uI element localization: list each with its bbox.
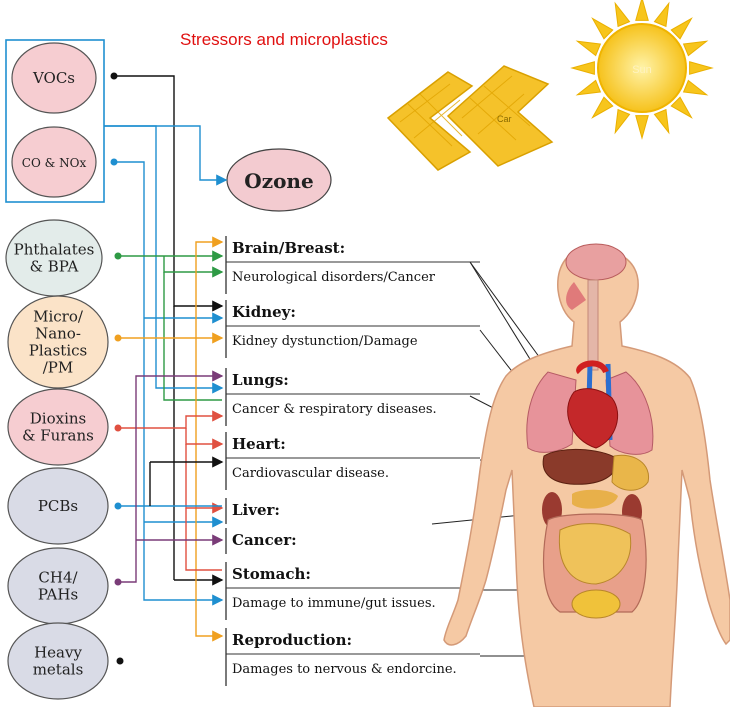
- emission-group-box: [5, 39, 105, 203]
- stressor-label: Heavy: [34, 644, 82, 662]
- stressor-label: VOCs: [32, 69, 75, 87]
- stressor-label: PCBs: [38, 497, 78, 515]
- stressor-node: Micro/Nano-Plastics/PM: [7, 295, 109, 389]
- stressor-node: Phthalates& BPA: [5, 219, 103, 297]
- stressor-node: Dioxins& Furans: [7, 388, 109, 466]
- effect-box: Heart: Cardiovascular disease.: [225, 432, 480, 490]
- connector-line: [185, 508, 222, 571]
- ozone-node: Ozone: [226, 148, 332, 212]
- connector-line: [118, 410, 224, 429]
- organ-label: Brain/Breast:: [232, 239, 345, 257]
- connector-lines: [104, 72, 596, 665]
- effect-box: Reproduction: Damages to nervous & endorc…: [225, 628, 480, 686]
- effect-box: Lungs: Cancer & respiratory diseases.: [225, 368, 480, 426]
- connector-line: [114, 75, 224, 312]
- effect-box: Cancer:: [225, 528, 297, 554]
- effect-box: Kidney: Kidney dystunction/Damage: [225, 300, 480, 358]
- connector-dot: [116, 657, 124, 665]
- stressor-label: Dioxins: [30, 410, 86, 428]
- stressor-label: Micro/: [33, 308, 84, 326]
- effect-description: Cancer & respiratory diseases.: [232, 402, 437, 417]
- ozone-label: Ozone: [244, 169, 313, 193]
- connector-line: [163, 272, 222, 401]
- organ-label: Stomach:: [232, 565, 311, 583]
- stressor-label: Nano-: [35, 325, 81, 343]
- stressor-label: metals: [33, 661, 84, 679]
- effect-description: Damage to immune/gut issues.: [232, 596, 436, 611]
- sun-label: Sun: [632, 64, 652, 76]
- stressor-node: CH4/PAHs: [7, 547, 109, 625]
- diagram-title: Stressors and microplastics: [180, 30, 388, 49]
- connector-line: [104, 125, 228, 186]
- organ-label: Liver:: [232, 501, 280, 519]
- stressor-label: Plastics: [29, 342, 87, 360]
- connector-line: [118, 370, 224, 583]
- organ-label: Reproduction:: [232, 631, 352, 649]
- effect-description: Cardiovascular disease.: [232, 466, 389, 481]
- organ-label: Lungs:: [232, 371, 289, 389]
- effect-description: Kidney dystunction/Damage: [232, 334, 418, 349]
- stressor-node: CO & NOx: [11, 126, 97, 198]
- connector-line: [114, 161, 224, 606]
- effect-description: Neurological disorders/Cancer: [232, 270, 436, 285]
- stressor-label: /PM: [43, 359, 74, 377]
- human-body-illustration: [443, 243, 730, 707]
- connector-line: [195, 236, 224, 338]
- organ-label: Heart:: [232, 435, 286, 453]
- solar-panel-icon: Car: [386, 65, 554, 171]
- effect-description: Damages to nervous & endorcine.: [232, 662, 457, 677]
- effect-box: Brain/Breast: Neurological disorders/Canc…: [225, 236, 480, 294]
- organ-label: Cancer:: [232, 531, 297, 549]
- stressor-label: PAHs: [38, 586, 78, 604]
- connector-line: [185, 444, 224, 514]
- effect-box: Stomach: Damage to immune/gut issues.: [225, 562, 480, 620]
- effect-box: Liver:: [225, 498, 280, 524]
- stressor-label: CH4/: [38, 569, 78, 587]
- panel-label: Car: [497, 114, 512, 124]
- connector-line: [185, 428, 224, 450]
- stressor-label: & BPA: [30, 258, 79, 276]
- connector-line: [104, 125, 224, 394]
- stressor-node: PCBs: [7, 467, 109, 545]
- organ-label: Kidney:: [232, 303, 296, 321]
- connector-line: [163, 256, 224, 278]
- stressor-label: Phthalates: [14, 241, 95, 259]
- connector-line: [195, 338, 224, 642]
- stressor-node: VOCs: [11, 42, 97, 114]
- effect-list: Brain/Breast: Neurological disorders/Canc…: [225, 236, 480, 686]
- stressor-label: & Furans: [22, 427, 94, 445]
- stressor-label: CO & NOx: [22, 156, 87, 170]
- sun-icon: Sun: [570, 0, 714, 140]
